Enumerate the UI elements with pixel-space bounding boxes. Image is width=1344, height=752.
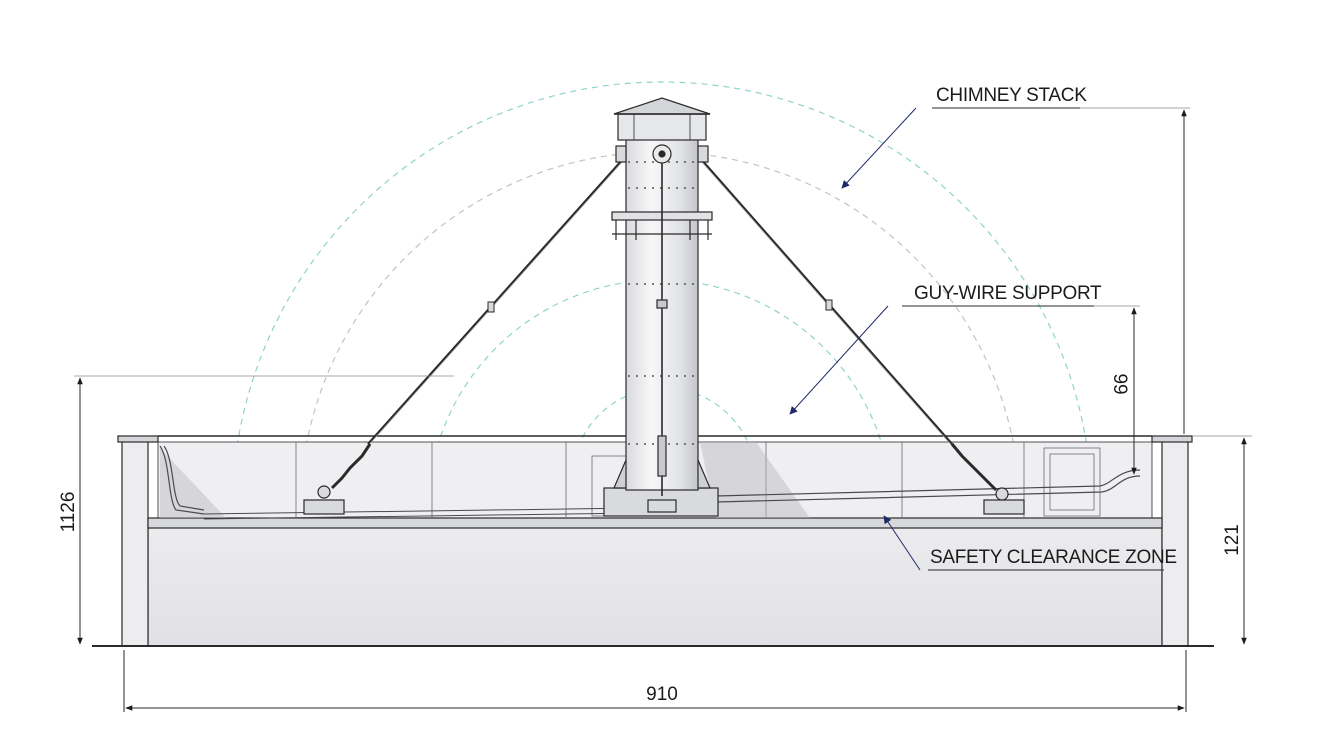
roof-slab	[147, 525, 1163, 647]
chimney-cap	[613, 97, 711, 115]
turnbuckle-left	[330, 443, 372, 490]
chimney-top-band	[617, 113, 707, 141]
parapet-cap-right	[1151, 435, 1193, 443]
guy-wires	[330, 157, 998, 492]
leader-chimney-stack	[841, 107, 917, 189]
turnbuckle-right	[950, 443, 998, 492]
roof-deck	[147, 517, 1163, 529]
guy-wire-left	[367, 157, 625, 445]
dimension-lines	[74, 107, 1252, 712]
anchor-left	[303, 499, 345, 515]
label-chimney-stack: CHIMNEY STACK	[936, 85, 1087, 106]
left-parapet	[121, 439, 149, 647]
right-parapet	[1161, 439, 1189, 647]
label-safety-clearance-zone: SAFETY CLEARANCE ZONE	[930, 547, 1177, 568]
label-guy-wire-support: GUY-WIRE SUPPORT	[914, 283, 1102, 304]
dimension-width-label: 910	[646, 684, 678, 705]
dimension-left-height-label: 1126	[58, 492, 79, 533]
parapet-cap-left	[117, 435, 159, 443]
anchor-right	[983, 499, 1025, 515]
pipes	[159, 445, 1141, 520]
leader-guy-wire	[789, 305, 889, 415]
anchor-brackets	[303, 145, 1025, 515]
clearance-arc-outer	[231, 81, 1093, 513]
dimension-upper-right-label: 99	[1109, 373, 1130, 394]
chimney-stack	[603, 97, 719, 517]
dimension-right-height-label: 121	[1222, 524, 1243, 556]
leader-safety-zone	[883, 515, 921, 571]
callout-leaders	[789, 107, 1164, 571]
